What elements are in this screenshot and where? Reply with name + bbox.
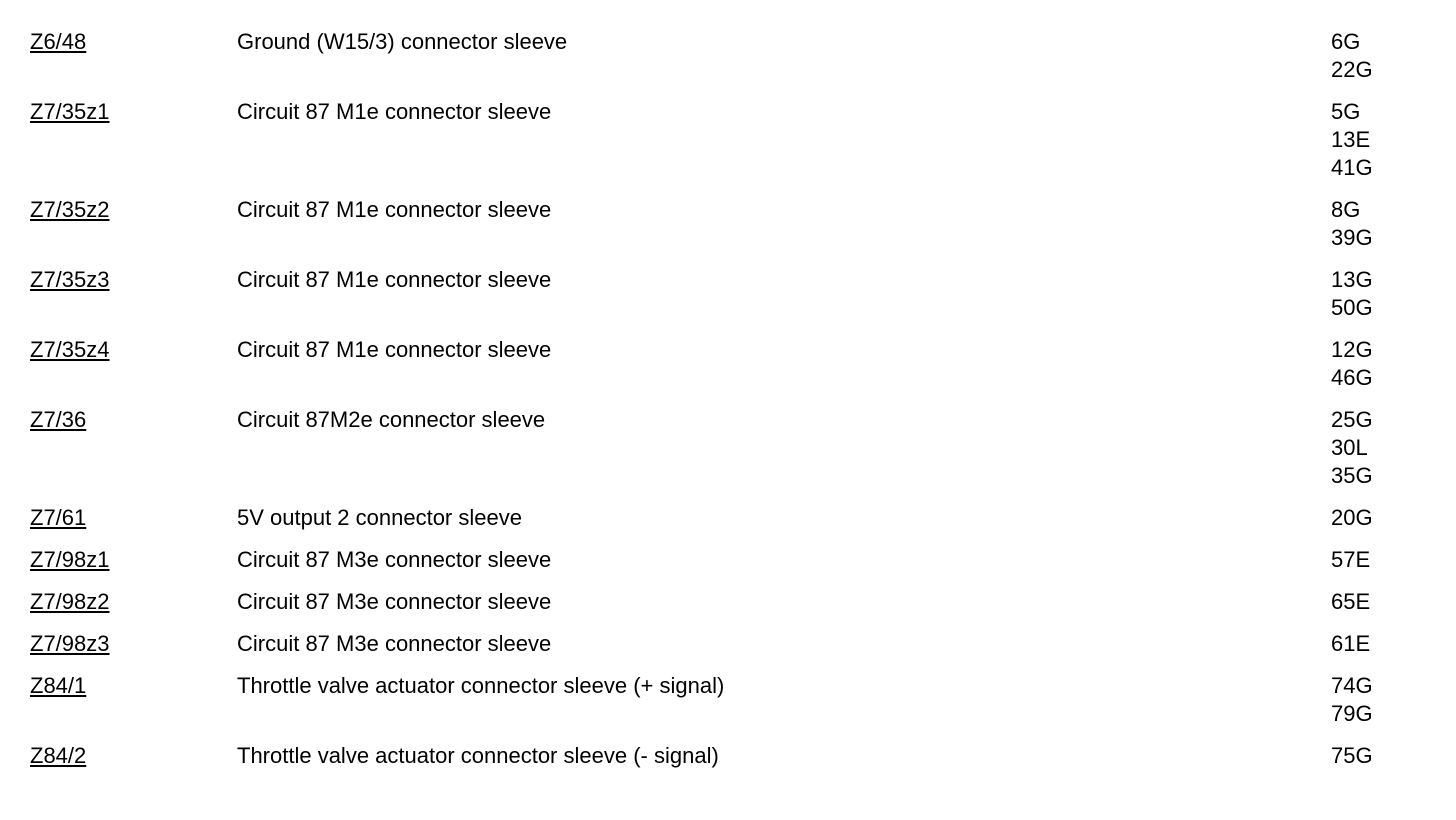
location-reference: 50G <box>1331 295 1373 320</box>
location-reference: 20G <box>1331 505 1373 530</box>
row-spacer <box>30 490 1430 504</box>
component-code-cell: Z7/35z2 <box>30 196 237 224</box>
location-reference: 41G <box>1331 155 1373 180</box>
component-description: Throttle valve actuator connector sleeve… <box>237 673 725 698</box>
table-row: Z7/35z2 Circuit 87 M1e connector sleeve 8G… <box>30 196 1430 252</box>
row-spacer <box>30 728 1430 742</box>
location-reference: 22G <box>1331 57 1373 82</box>
location-reference: 13G <box>1331 267 1373 292</box>
component-code-link[interactable]: Z84/2 <box>30 743 87 768</box>
component-code-link[interactable]: Z6/48 <box>30 29 87 54</box>
component-code-cell: Z7/98z2 <box>30 588 237 616</box>
row-spacer <box>30 616 1430 630</box>
location-list: 61E <box>1331 630 1430 658</box>
table-row: Z7/35z1 Circuit 87 M1e connector sleeve 5G… <box>30 98 1430 182</box>
component-code-cell: Z7/35z1 <box>30 98 237 126</box>
row-spacer <box>30 658 1430 672</box>
component-code-link[interactable]: Z7/35z4 <box>30 337 110 362</box>
location-reference: 8G <box>1331 197 1361 222</box>
component-description: Throttle valve actuator connector sleeve… <box>237 743 719 768</box>
component-code-link[interactable]: Z7/98z3 <box>30 631 110 656</box>
component-code-cell: Z6/48 <box>30 28 237 56</box>
row-spacer <box>30 322 1430 336</box>
component-description: Circuit 87 M1e connector sleeve <box>237 197 552 222</box>
location-reference: 13E <box>1331 127 1371 152</box>
component-code-cell: Z84/1 <box>30 672 237 700</box>
component-description: Circuit 87 M1e connector sleeve <box>237 337 552 362</box>
table-row: Z7/36 Circuit 87M2e connector sleeve 25G 30… <box>30 406 1430 490</box>
component-code-link[interactable]: Z7/61 <box>30 505 87 530</box>
component-code-link[interactable]: Z7/35z3 <box>30 267 110 292</box>
location-reference: 74G <box>1331 673 1373 698</box>
row-spacer <box>30 392 1430 406</box>
row-spacer <box>30 182 1430 196</box>
component-code-link[interactable]: Z7/98z2 <box>30 589 110 614</box>
table-row: Z84/2 Throttle valve actuator connector s… <box>30 742 1430 770</box>
component-code-cell: Z7/35z4 <box>30 336 237 364</box>
location-reference: 39G <box>1331 225 1373 250</box>
component-description: Circuit 87M2e connector sleeve <box>237 407 546 432</box>
location-reference: 12G <box>1331 337 1373 362</box>
component-code-cell: Z7/98z1 <box>30 546 237 574</box>
location-reference: 65E <box>1331 589 1371 614</box>
component-description: Circuit 87 M1e connector sleeve <box>237 99 552 124</box>
location-list: 57E <box>1331 546 1430 574</box>
component-code-cell: Z7/61 <box>30 504 237 532</box>
location-reference: 5G <box>1331 99 1361 124</box>
row-spacer <box>30 84 1430 98</box>
component-description: 5V output 2 connector sleeve <box>237 505 522 530</box>
table-row: Z7/35z3 Circuit 87 M1e connector sleeve 13… <box>30 266 1430 322</box>
component-description: Ground (W15/3) connector sleeve <box>237 29 568 54</box>
location-list: 75G <box>1331 742 1430 770</box>
component-description: Circuit 87 M1e connector sleeve <box>237 267 552 292</box>
component-code-link[interactable]: Z7/36 <box>30 407 87 432</box>
row-spacer <box>30 252 1430 266</box>
location-list: 25G 30L 35G <box>1331 406 1430 490</box>
location-reference: 75G <box>1331 743 1373 768</box>
location-reference: 30L <box>1331 435 1368 460</box>
location-reference: 6G <box>1331 29 1361 54</box>
table-row: Z84/1 Throttle valve actuator connector s… <box>30 672 1430 728</box>
location-reference: 79G <box>1331 701 1373 726</box>
component-code-cell: Z84/2 <box>30 742 237 770</box>
component-description: Circuit 87 M3e connector sleeve <box>237 547 552 572</box>
location-list: 5G 13E 41G <box>1331 98 1430 182</box>
table-row: Z7/61 5V output 2 connector sleeve 20G <box>30 504 1430 532</box>
table-row: Z7/98z3 Circuit 87 M3e connector sleeve 61… <box>30 630 1430 658</box>
component-description: Circuit 87 M3e connector sleeve <box>237 631 552 656</box>
location-reference: 25G <box>1331 407 1373 432</box>
row-spacer <box>30 574 1430 588</box>
component-description: Circuit 87 M3e connector sleeve <box>237 589 552 614</box>
location-list: 20G <box>1331 504 1430 532</box>
table-row: Z7/35z4 Circuit 87 M1e connector sleeve 12… <box>30 336 1430 392</box>
table-row: Z7/98z2 Circuit 87 M3e connector sleeve 65… <box>30 588 1430 616</box>
location-reference: 46G <box>1331 365 1373 390</box>
component-code-link[interactable]: Z7/98z1 <box>30 547 110 572</box>
component-code-cell: Z7/36 <box>30 406 237 434</box>
component-code-link[interactable]: Z7/35z2 <box>30 197 110 222</box>
component-code-link[interactable]: Z7/35z1 <box>30 99 110 124</box>
location-reference: 61E <box>1331 631 1371 656</box>
location-reference: 57E <box>1331 547 1371 572</box>
row-spacer <box>30 532 1430 546</box>
component-code-cell: Z7/98z3 <box>30 630 237 658</box>
component-code-link[interactable]: Z84/1 <box>30 673 87 698</box>
location-list: 65E <box>1331 588 1430 616</box>
location-reference: 35G <box>1331 463 1373 488</box>
component-code-cell: Z7/35z3 <box>30 266 237 294</box>
table-row: Z7/98z1 Circuit 87 M3e connector sleeve 57… <box>30 546 1430 574</box>
